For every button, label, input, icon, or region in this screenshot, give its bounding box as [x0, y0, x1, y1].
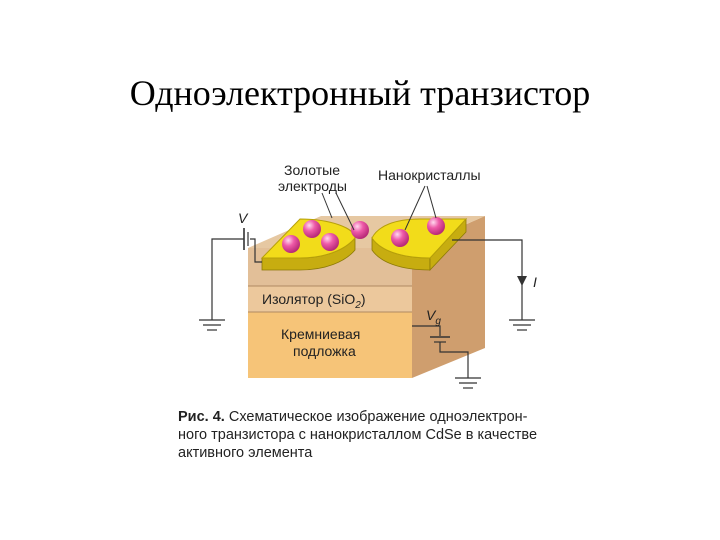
insulator-label: Изолятор (SiO2) [262, 291, 366, 311]
nanocrystal-1 [303, 220, 321, 238]
nanocrystal-4 [351, 221, 369, 239]
voltage-label: V [238, 210, 249, 226]
caption-line-1: Рис. 4. Схематическое изображение одноэл… [178, 409, 528, 425]
current-arrow-icon [517, 276, 527, 286]
slide-title: Одноэлектронный транзистор [129, 73, 591, 113]
nanocrystal-3 [321, 233, 339, 251]
pointer-nano-2 [426, 185, 437, 219]
gate-circuit [412, 325, 481, 389]
nanocrystal-6 [427, 217, 445, 235]
nanocrystals-label: Нанокристаллы [378, 167, 481, 183]
figure-caption: Рис. 4. Схематическое изображение одноэл… [178, 408, 598, 462]
gate-voltage-label: Vg [426, 307, 441, 327]
nanocrystal-5 [391, 229, 409, 247]
current-label: I [533, 274, 537, 290]
pointer-gold-1 [321, 192, 333, 219]
caption-prefix: Рис. 4. [178, 409, 225, 425]
left-circuit [199, 228, 262, 331]
caption-line-3: активного элемента [178, 445, 313, 461]
pointer-nano-1 [404, 185, 426, 231]
insulator-layer [248, 286, 412, 312]
substrate-layer [248, 312, 412, 378]
gold-electrodes-label-2: электроды [278, 178, 347, 194]
right-circuit [452, 239, 535, 331]
substrate-label-1: Кремниевая [281, 326, 360, 342]
nanocrystal-2 [282, 235, 300, 253]
caption-line-2: ного транзистора с нанокристаллом CdSe в… [178, 427, 538, 443]
gold-electrodes-label-1: Золотые [284, 162, 340, 178]
pointer-gold-2 [335, 192, 355, 231]
substrate-label-2: подложка [293, 343, 356, 359]
